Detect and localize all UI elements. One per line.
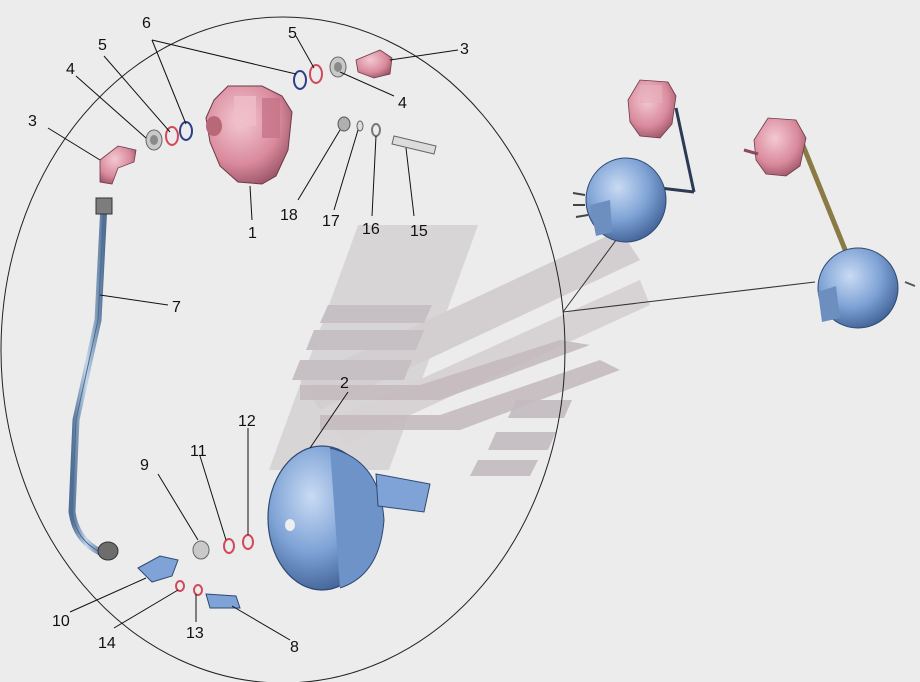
assembly-outline-ellipse: [0, 16, 566, 682]
callout-3-right: 3: [460, 41, 469, 58]
valve-assembly-upper-right: [572, 79, 696, 243]
callout-18: 18: [280, 207, 298, 224]
valve-assembly-far-right: [743, 117, 916, 329]
parts-8-14-fittings: [137, 534, 254, 609]
watermark-logo: [268, 225, 650, 476]
callout-14: 14: [98, 635, 116, 652]
callout-labels: 1 2 3 3 4 4 5 5 6 7 8 9 10 11 12 13 14 1…: [28, 15, 469, 656]
part-2-brake-chamber: [267, 445, 431, 591]
callout-5-right: 5: [288, 25, 297, 42]
part-3-elbow-right: [355, 49, 393, 79]
part-7-pipe: [68, 197, 119, 561]
callout-1: 1: [248, 225, 257, 242]
callout-3-left: 3: [28, 113, 37, 130]
callout-5-left: 5: [98, 37, 107, 54]
parts-15-18-fasteners: [337, 116, 437, 155]
callout-4-left: 4: [66, 61, 75, 78]
part-4-nuts: [145, 56, 347, 151]
reference-lines: [562, 227, 816, 313]
part-1-valve-body: [205, 85, 293, 185]
callout-13: 13: [186, 625, 204, 642]
callout-16: 16: [362, 221, 380, 238]
callout-8: 8: [290, 639, 299, 656]
callout-2: 2: [340, 375, 349, 392]
callout-17: 17: [322, 213, 340, 230]
part-5-6-seal-rings: [165, 64, 323, 146]
callout-11: 11: [190, 443, 207, 460]
leader-lines: [47, 35, 459, 641]
callout-7: 7: [172, 299, 181, 316]
callout-12: 12: [238, 413, 256, 430]
callout-4-right: 4: [398, 95, 407, 112]
callout-15: 15: [410, 223, 428, 240]
part-3-elbow-left: [99, 145, 137, 185]
callout-6: 6: [142, 15, 151, 32]
callout-9: 9: [140, 457, 149, 474]
callout-10: 10: [52, 613, 70, 630]
